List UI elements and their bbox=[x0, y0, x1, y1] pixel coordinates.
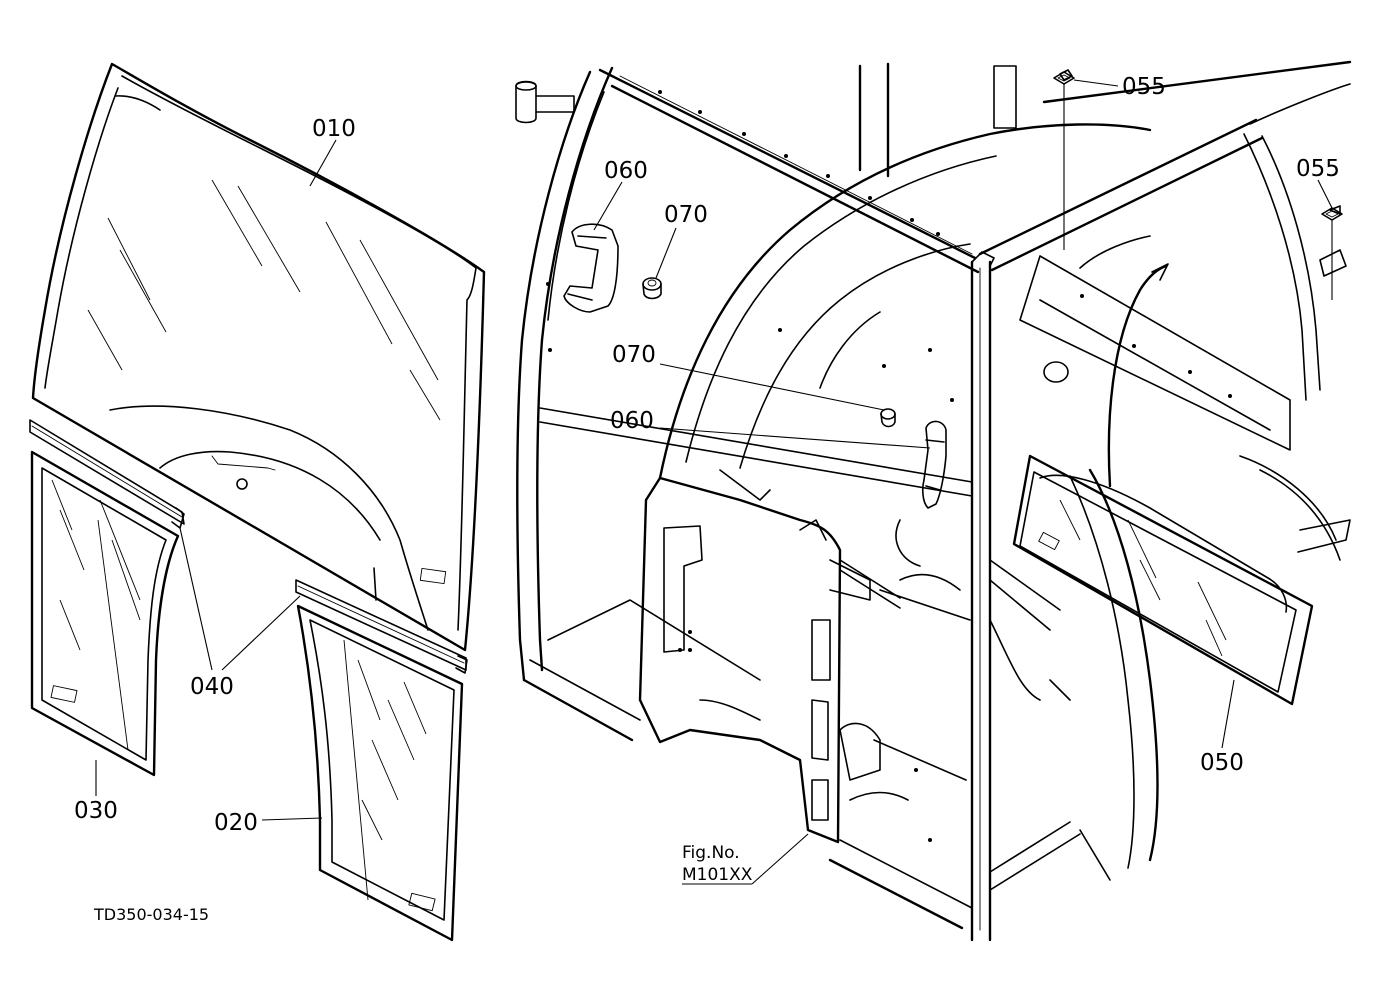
bolt-070-upper bbox=[642, 277, 662, 300]
drawing-code: TD350-034-15 bbox=[93, 905, 209, 924]
leader-lines bbox=[95, 79, 1333, 885]
callout-070-upper: 070 bbox=[664, 202, 708, 228]
handle-060-lower bbox=[922, 420, 947, 509]
corner-glass-030 bbox=[30, 450, 180, 777]
rear-glass-050 bbox=[1012, 454, 1314, 706]
windshield-010 bbox=[31, 62, 486, 652]
callout-055-top: 055 bbox=[1122, 74, 1166, 100]
callout-050: 050 bbox=[1200, 750, 1244, 776]
callout-040: 040 bbox=[190, 674, 234, 700]
clip-055-top bbox=[1053, 71, 1075, 85]
callout-010: 010 bbox=[312, 116, 356, 142]
callout-030: 030 bbox=[74, 798, 118, 824]
figure-ref-label: Fig.No. bbox=[682, 843, 740, 863]
cab-frame bbox=[515, 60, 1352, 942]
corner-glass-020 bbox=[296, 604, 464, 942]
callout-070-lower: 070 bbox=[612, 342, 656, 368]
callout-020: 020 bbox=[214, 810, 258, 836]
seal-strip-040-right bbox=[295, 579, 468, 674]
callout-060-upper: 060 bbox=[604, 158, 648, 184]
callout-060-lower: 060 bbox=[610, 408, 654, 434]
frame-holes bbox=[546, 90, 1232, 842]
clip-055-right bbox=[1321, 207, 1343, 221]
callout-055-right: 055 bbox=[1296, 156, 1340, 182]
seal-strip-040-left bbox=[29, 419, 185, 529]
handle-060-upper bbox=[563, 223, 619, 313]
figure-ref-number: M101XX bbox=[682, 865, 753, 885]
bolt-070-lower bbox=[880, 408, 896, 428]
